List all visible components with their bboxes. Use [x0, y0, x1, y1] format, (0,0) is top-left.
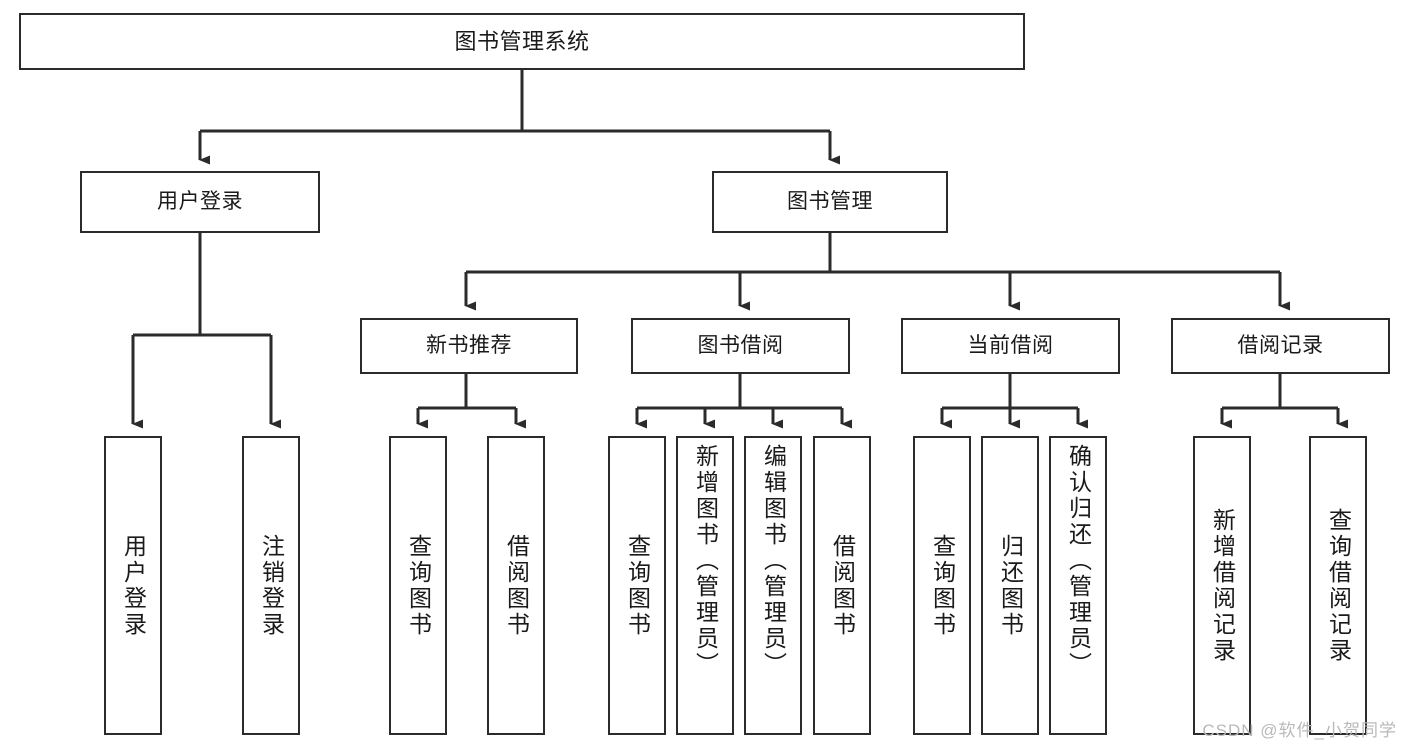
- node-leaf-return-book[interactable]: 归还图书: [981, 436, 1039, 735]
- node-borrow-record[interactable]: 借阅记录: [1171, 318, 1390, 374]
- node-leaf-borrow-book-1[interactable]: 借阅图书: [487, 436, 545, 735]
- node-leaf-query-record-label: 查询借阅记录: [1325, 507, 1352, 664]
- node-leaf-user-logout[interactable]: 注销登录: [242, 436, 300, 735]
- node-leaf-query-book-2[interactable]: 查询图书: [608, 436, 666, 735]
- node-borrow-record-label: 借阅记录: [1237, 333, 1324, 357]
- node-new-book-recommend[interactable]: 新书推荐: [360, 318, 578, 374]
- node-leaf-user-login-label: 用户登录: [120, 533, 147, 638]
- node-leaf-edit-book-label: 编辑图书（管理员）: [760, 444, 787, 678]
- node-leaf-add-book[interactable]: 新增图书（管理员）: [676, 436, 734, 735]
- node-leaf-query-book-3[interactable]: 查询图书: [913, 436, 971, 735]
- node-book-borrow[interactable]: 图书借阅: [631, 318, 850, 374]
- node-leaf-add-record-label: 新增借阅记录: [1209, 507, 1236, 664]
- node-root[interactable]: 图书管理系统: [19, 13, 1025, 70]
- node-leaf-confirm-return[interactable]: 确认归还（管理员）: [1049, 436, 1107, 735]
- node-book-manage[interactable]: 图书管理: [712, 171, 948, 233]
- node-book-borrow-label: 图书借阅: [697, 333, 784, 357]
- node-book-manage-label: 图书管理: [787, 189, 873, 213]
- node-leaf-return-book-label: 归还图书: [997, 533, 1024, 638]
- node-leaf-add-record[interactable]: 新增借阅记录: [1193, 436, 1251, 735]
- node-current-borrow-label: 当前借阅: [967, 333, 1054, 357]
- node-leaf-query-record[interactable]: 查询借阅记录: [1309, 436, 1367, 735]
- node-leaf-borrow-book-1-label: 借阅图书: [503, 533, 530, 638]
- node-leaf-edit-book[interactable]: 编辑图书（管理员）: [744, 436, 802, 735]
- node-leaf-query-book-1-label: 查询图书: [405, 533, 432, 638]
- node-leaf-query-book-3-label: 查询图书: [929, 533, 956, 638]
- node-current-borrow[interactable]: 当前借阅: [901, 318, 1120, 374]
- node-user-login[interactable]: 用户登录: [80, 171, 320, 233]
- node-leaf-user-logout-label: 注销登录: [258, 533, 285, 638]
- node-leaf-confirm-return-label: 确认归还（管理员）: [1065, 444, 1092, 678]
- node-root-label: 图书管理系统: [454, 28, 590, 54]
- node-leaf-borrow-book-2-label: 借阅图书: [829, 533, 856, 638]
- node-leaf-borrow-book-2[interactable]: 借阅图书: [813, 436, 871, 735]
- node-leaf-add-book-label: 新增图书（管理员）: [692, 444, 719, 678]
- node-leaf-query-book-2-label: 查询图书: [624, 533, 651, 638]
- node-leaf-user-login[interactable]: 用户登录: [104, 436, 162, 735]
- node-user-login-label: 用户登录: [157, 189, 243, 213]
- watermark-text: CSDN @软件_小贺同学: [1202, 721, 1397, 740]
- node-leaf-query-book-1[interactable]: 查询图书: [389, 436, 447, 735]
- node-new-book-recommend-label: 新书推荐: [426, 333, 512, 357]
